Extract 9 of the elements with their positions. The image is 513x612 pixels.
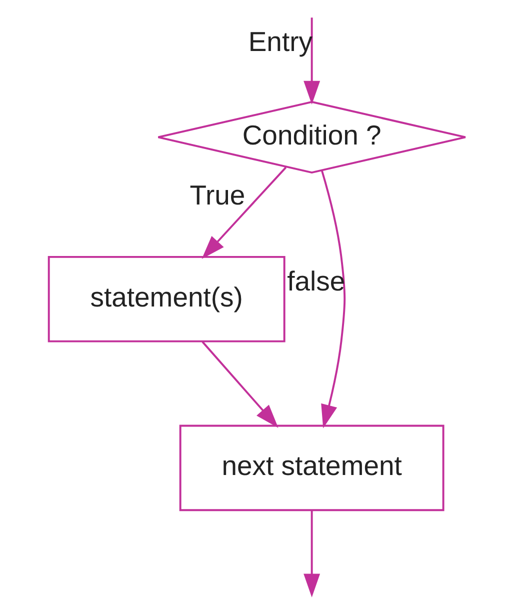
node-diamond: Condition ?	[156, 100, 466, 174]
edge-label: True	[189, 180, 245, 210]
arrow	[303, 510, 320, 598]
arrow	[303, 18, 320, 104]
arrow	[320, 170, 346, 428]
arrow	[201, 341, 278, 428]
arrow	[201, 166, 286, 259]
node-box: next statement	[178, 424, 444, 512]
node-box: statement(s)	[47, 256, 285, 342]
